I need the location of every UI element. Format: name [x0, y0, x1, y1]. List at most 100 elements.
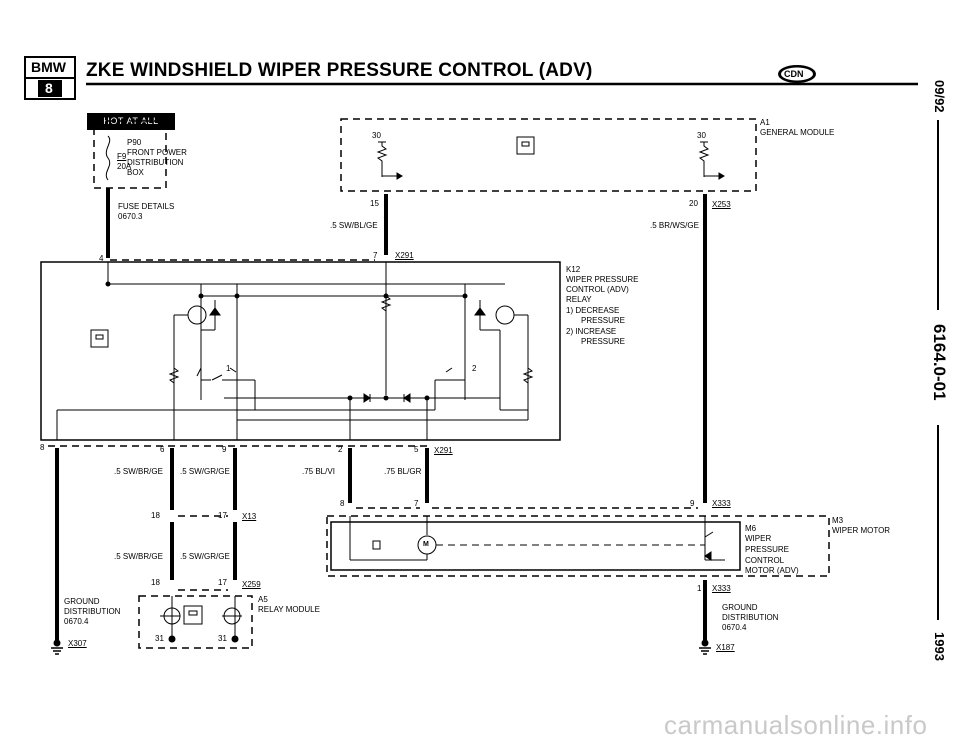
ground-left-label-1: GROUND [64, 597, 100, 606]
relay-k12-box [40, 261, 561, 441]
ground-right-label-3: 0670.4 [722, 623, 747, 632]
general-module-outline [340, 118, 757, 192]
relay-module-name: RELAY MODULE [258, 605, 320, 614]
connector-x259: X259 [242, 580, 261, 589]
wiper-motor-outline [326, 515, 830, 577]
general-module-pin-right: 20 [689, 199, 698, 208]
general-module-id: A1 [760, 118, 770, 127]
relay-function-1b: PRESSURE [581, 316, 626, 325]
relay-pin-2: 2 [338, 445, 343, 454]
bmw-logo-text: BMW [31, 59, 66, 75]
ground-right-label-2: DISTRIBUTION [722, 613, 779, 622]
ground-left-label-2: DISTRIBUTION [64, 607, 121, 616]
bmw-logo-graphic [24, 56, 76, 100]
pressure-motor-name-1: WIPER [745, 534, 772, 543]
cdn-badge-text: CDN [784, 69, 804, 79]
relay-contact-2: 2 [472, 364, 477, 373]
fuse-symbol [105, 135, 111, 181]
wire-label-br-ws-ge: .5 BR/WS/GE [650, 221, 699, 230]
wire-label-sw-gr-ge-2: .5 SW/GR/GE [180, 552, 230, 561]
general-module-ecu-box [516, 136, 535, 155]
relay-module-id: A5 [258, 595, 268, 604]
fuse-box-outline [93, 120, 167, 189]
relay-module-ecu-box [183, 605, 203, 625]
relay-contact-1: 1 [226, 364, 231, 373]
general-module-terminal-right: 30 [697, 131, 706, 140]
x333-pin-7: 7 [414, 499, 419, 508]
relay-ecu-box [90, 329, 109, 348]
cdn-badge: CDN [777, 64, 817, 84]
ground-symbol-left [51, 647, 63, 655]
side-year: 1993 [932, 632, 947, 661]
connector-x333-bottom: X333 [712, 584, 731, 593]
fuse-rating: 20A [117, 162, 132, 171]
wiper-motor-pin-1: 1 [697, 584, 702, 593]
x13-pin-17: 17 [218, 511, 227, 520]
relay-function-1a: 1) DECREASE [566, 306, 620, 315]
general-module-resistor-left [376, 142, 388, 177]
relay-module-terminal-left: 31 [155, 634, 164, 643]
fuse-box-name-1: FRONT POWER [127, 148, 187, 157]
wire-label-bl-vi: .75 BL/VI [302, 467, 335, 476]
relay-module-terminal-right: 31 [218, 634, 227, 643]
x259-pin-18: 18 [151, 578, 160, 587]
general-module-terminal-left: 30 [372, 131, 381, 140]
connector-x291-top: X291 [395, 251, 414, 260]
relay-module-outline [138, 595, 253, 649]
motor-brush-symbol [372, 540, 381, 550]
wiper-pressure-motor-box [330, 521, 741, 571]
watermark-text: carmanualsonline.info [664, 710, 928, 740]
side-doc-number: 6164.0-01 [930, 324, 949, 401]
relay-id: K12 [566, 265, 581, 274]
connector-x291-bottom: X291 [434, 446, 453, 455]
pressure-motor-name-2: PRESSURE [745, 545, 790, 554]
ground-right-connector: X187 [716, 643, 735, 652]
ground-left-label-3: 0670.4 [64, 617, 89, 626]
pressure-motor-id: M6 [745, 524, 757, 533]
relay-pin-5: 5 [414, 445, 419, 454]
general-module-ecu-icon [521, 141, 530, 147]
relay-function-2a: 2) INCREASE [566, 327, 617, 336]
fuse-box-name-3: BOX [127, 168, 144, 177]
wire-label-sw-br-ge-2: .5 SW/BR/GE [114, 552, 163, 561]
relay-name-2: CONTROL (ADV) [566, 285, 629, 294]
relay-pin-8: 8 [40, 443, 45, 452]
motor-symbol-letter: M [423, 541, 429, 548]
wire-label-sw-gr-ge-1: .5 SW/GR/GE [180, 467, 230, 476]
wire-label-sw-bl-ge: .5 SW/BL/GE [330, 221, 378, 230]
fuse-box-id: P90 [127, 138, 142, 147]
page-title: ZKE WINDSHIELD WIPER PRESSURE CONTROL (A… [86, 60, 593, 81]
x333-pin-8: 8 [340, 499, 345, 508]
pressure-motor-name-4: MOTOR (ADV) [745, 566, 799, 575]
fuse-box-name-2: DISTRIBUTION [127, 158, 184, 167]
connector-x253: X253 [712, 200, 731, 209]
side-date: 09/92 [932, 80, 947, 113]
ground-symbol-right [699, 647, 711, 655]
relay-center-resistor [380, 295, 392, 312]
ground-right-label-1: GROUND [722, 603, 758, 612]
x13-pin-18: 18 [151, 511, 160, 520]
general-module-resistor-right [698, 142, 710, 177]
wire-label-bl-gr: .75 BL/GR [384, 467, 422, 476]
wire-label-sw-br-ge-1: .5 SW/BR/GE [114, 467, 163, 476]
pressure-motor-name-3: CONTROL [745, 556, 785, 565]
relay-name-3: RELAY [566, 295, 592, 304]
connector-x13: X13 [242, 512, 257, 521]
x259-pin-17: 17 [218, 578, 227, 587]
relay-pin-6: 6 [160, 445, 165, 454]
general-module-pin-left: 15 [370, 199, 379, 208]
fuse-id: F9 [117, 152, 127, 161]
series-logo-text: 8 [45, 80, 53, 96]
cdn-badge-icon [778, 65, 816, 83]
relay-transistor-right [495, 305, 515, 325]
relay-pin-7: 7 [373, 251, 378, 260]
wiper-motor-id: M3 [832, 516, 844, 525]
bmw-8-logo: BMW 8 [24, 56, 76, 100]
relay-pin-9: 9 [222, 445, 227, 454]
general-module-name: GENERAL MODULE [760, 128, 835, 137]
ground-left-connector: X307 [68, 639, 87, 648]
x333-pin-9: 9 [690, 499, 695, 508]
relay-transistor-left [187, 305, 207, 325]
